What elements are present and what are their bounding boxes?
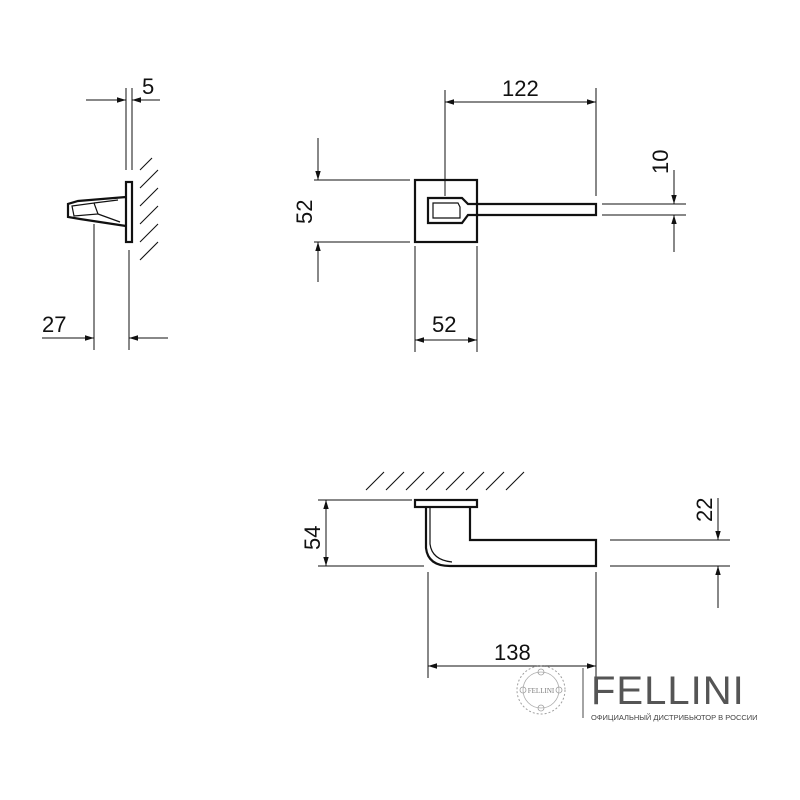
dim-10-label: 10 [648,150,673,174]
brand-seal-text: FELLINI [528,687,555,695]
brand-tagline: ОФИЦИАЛЬНЫЙ ДИСТРИБЬЮТОР В РОССИИ [591,713,758,722]
brand-name: FELLINI [591,669,745,713]
brand-seal-icon: FELLINI [516,665,566,715]
side-lever-profile [66,195,127,228]
front-lever [426,196,598,225]
top-view: 54 22 138 [300,471,730,678]
wall-hatch-top [365,471,525,491]
dim-52v-label: 52 [292,200,317,224]
top-rose-plate [413,498,479,509]
dim-5-label: 5 [142,74,154,99]
front-rose [413,178,479,244]
top-lever-inner [429,507,453,563]
dim-52h-label: 52 [432,312,456,337]
side-view: 5 27 [42,74,168,350]
dim-138-label: 138 [494,640,531,665]
dim-22-label: 22 [692,498,717,522]
wall-hatch-side [139,157,159,261]
dim-27-label: 27 [42,312,66,337]
dim-122-label: 122 [502,76,539,101]
top-lever-body [424,507,598,568]
front-lever-neck [432,202,461,219]
side-rose-plate [124,180,134,244]
front-view: 122 52 52 10 [292,76,686,352]
side-lever-detail [71,202,99,217]
dim-54-label: 54 [300,526,325,550]
brand-watermark: FELLINI FELLINI ОФИЦИАЛЬНЫЙ ДИСТРИБЬЮТОР… [516,665,758,722]
